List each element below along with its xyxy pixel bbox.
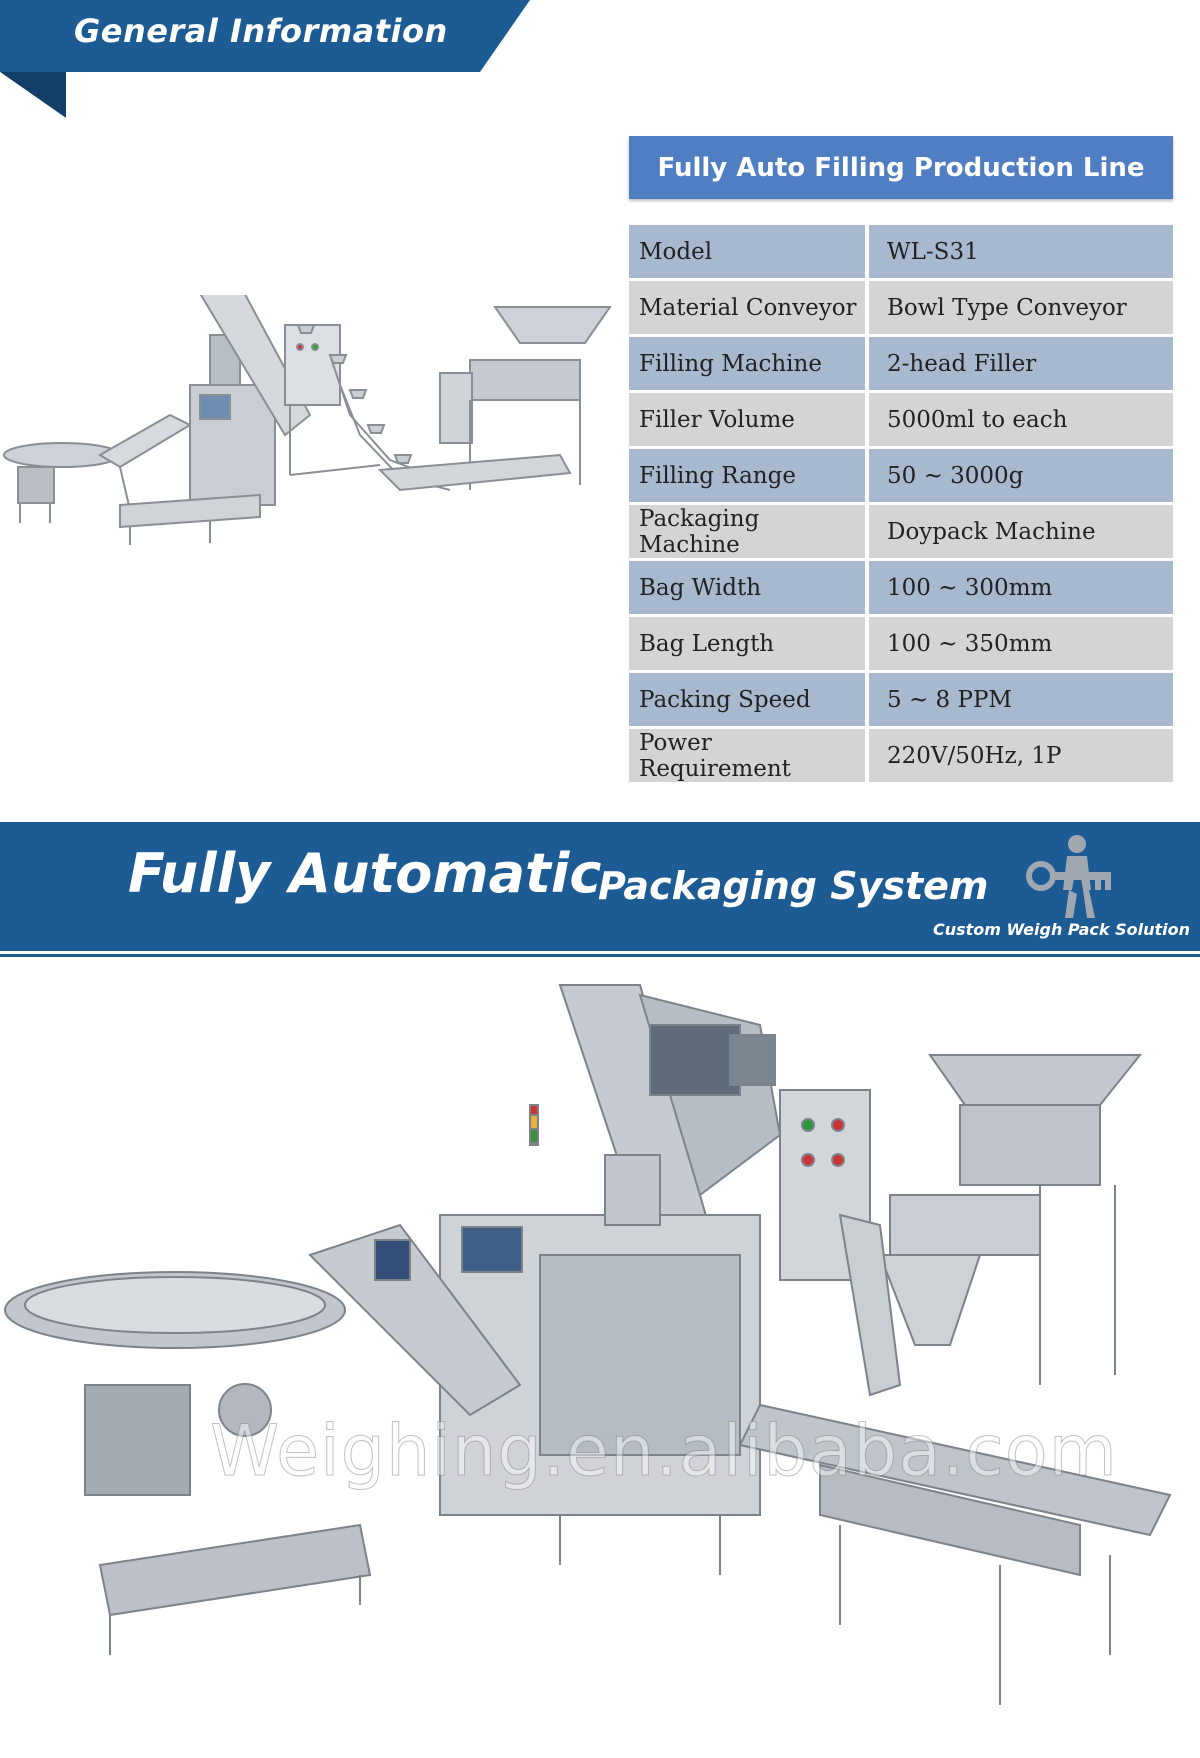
spec-label: Filler Volume xyxy=(629,393,865,446)
spec-value: 2-head Filler xyxy=(869,337,1173,390)
spec-label: Filling Machine xyxy=(629,337,865,390)
spec-row: Filler Volume 5000ml to each xyxy=(629,393,1173,446)
banner-sub-text: Packaging System xyxy=(598,864,989,908)
spec-row: Packing Speed 5 ~ 8 PPM xyxy=(629,673,1173,726)
banner-main-text: Fully Automatic xyxy=(128,842,602,905)
packaging-system-image xyxy=(4,984,1172,1705)
spec-label: Power Requirement xyxy=(629,729,865,782)
spec-value: 100 ~ 350mm xyxy=(869,617,1173,670)
spec-row: Filling Machine 2-head Filler xyxy=(629,337,1173,390)
spec-row: Model WL-S31 xyxy=(629,225,1173,278)
spec-row: Bag Length 100 ~ 350mm xyxy=(629,617,1173,670)
spec-table: Model WL-S31 Material Conveyor Bowl Type… xyxy=(629,225,1173,785)
watermark-text: Weighing.en.alibaba.com xyxy=(210,1410,1118,1493)
banner-divider xyxy=(0,954,1200,957)
spec-row: Power Requirement 220V/50Hz, 1P xyxy=(629,729,1173,782)
spec-label: Packaging Machine xyxy=(629,505,865,558)
header-ribbon-shape xyxy=(0,0,530,118)
system-banner: Fully Automatic Packaging System Custom … xyxy=(0,822,1200,951)
spec-value: 220V/50Hz, 1P xyxy=(869,729,1173,782)
banner-tagline: Custom Weigh Pack Solution xyxy=(932,920,1190,939)
section-header: General Information xyxy=(0,0,540,120)
spec-value: 50 ~ 3000g xyxy=(869,449,1173,502)
spec-label: Filling Range xyxy=(629,449,865,502)
spec-value: 100 ~ 300mm xyxy=(869,561,1173,614)
spec-row: Material Conveyor Bowl Type Conveyor xyxy=(629,281,1173,334)
section-title: General Information xyxy=(74,12,448,50)
spec-label: Bag Width xyxy=(629,561,865,614)
spec-row: Packaging Machine Doypack Machine xyxy=(629,505,1173,558)
spec-value: 5 ~ 8 PPM xyxy=(869,673,1173,726)
spec-label: Packing Speed xyxy=(629,673,865,726)
spec-label: Bag Length xyxy=(629,617,865,670)
spec-value: WL-S31 xyxy=(869,225,1173,278)
spec-value: Bowl Type Conveyor xyxy=(869,281,1173,334)
spec-value: 5000ml to each xyxy=(869,393,1173,446)
spec-label: Material Conveyor xyxy=(629,281,865,334)
spec-row: Bag Width 100 ~ 300mm xyxy=(629,561,1173,614)
spec-table-title: Fully Auto Filling Production Line xyxy=(629,136,1173,199)
spec-label: Model xyxy=(629,225,865,278)
spec-value: Doypack Machine xyxy=(869,505,1173,558)
production-line-image xyxy=(3,295,612,545)
key-person-logo-icon xyxy=(1026,835,1111,918)
spec-row: Filling Range 50 ~ 3000g xyxy=(629,449,1173,502)
